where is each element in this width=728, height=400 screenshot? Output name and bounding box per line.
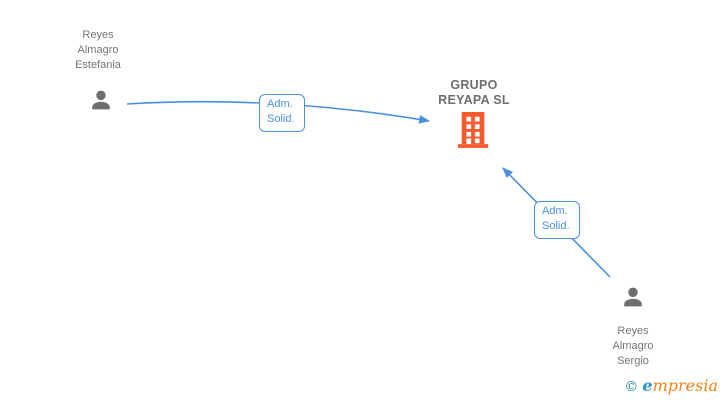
company-node[interactable] xyxy=(456,109,490,149)
edge2-relation-label: Adm. Solid. xyxy=(534,201,580,239)
building-icon xyxy=(457,112,489,148)
person1-name-label: Reyes Almagro Estefania xyxy=(75,29,121,71)
person-icon xyxy=(624,287,642,307)
person-icon xyxy=(92,90,110,110)
edge1-relation-label: Adm. Solid. xyxy=(259,94,305,132)
copyright-icon: © xyxy=(624,379,639,395)
person2-node[interactable] xyxy=(619,283,647,311)
person2-name-label: Reyes Almagro Sergio xyxy=(612,325,654,367)
empresia-logo: ©empresia xyxy=(624,376,718,395)
logo-text: mpresia xyxy=(652,376,718,395)
logo-letter-e: e xyxy=(642,376,653,395)
company-name-label: GRUPO REYAPA SL xyxy=(438,78,510,107)
person1-node[interactable] xyxy=(87,86,115,114)
